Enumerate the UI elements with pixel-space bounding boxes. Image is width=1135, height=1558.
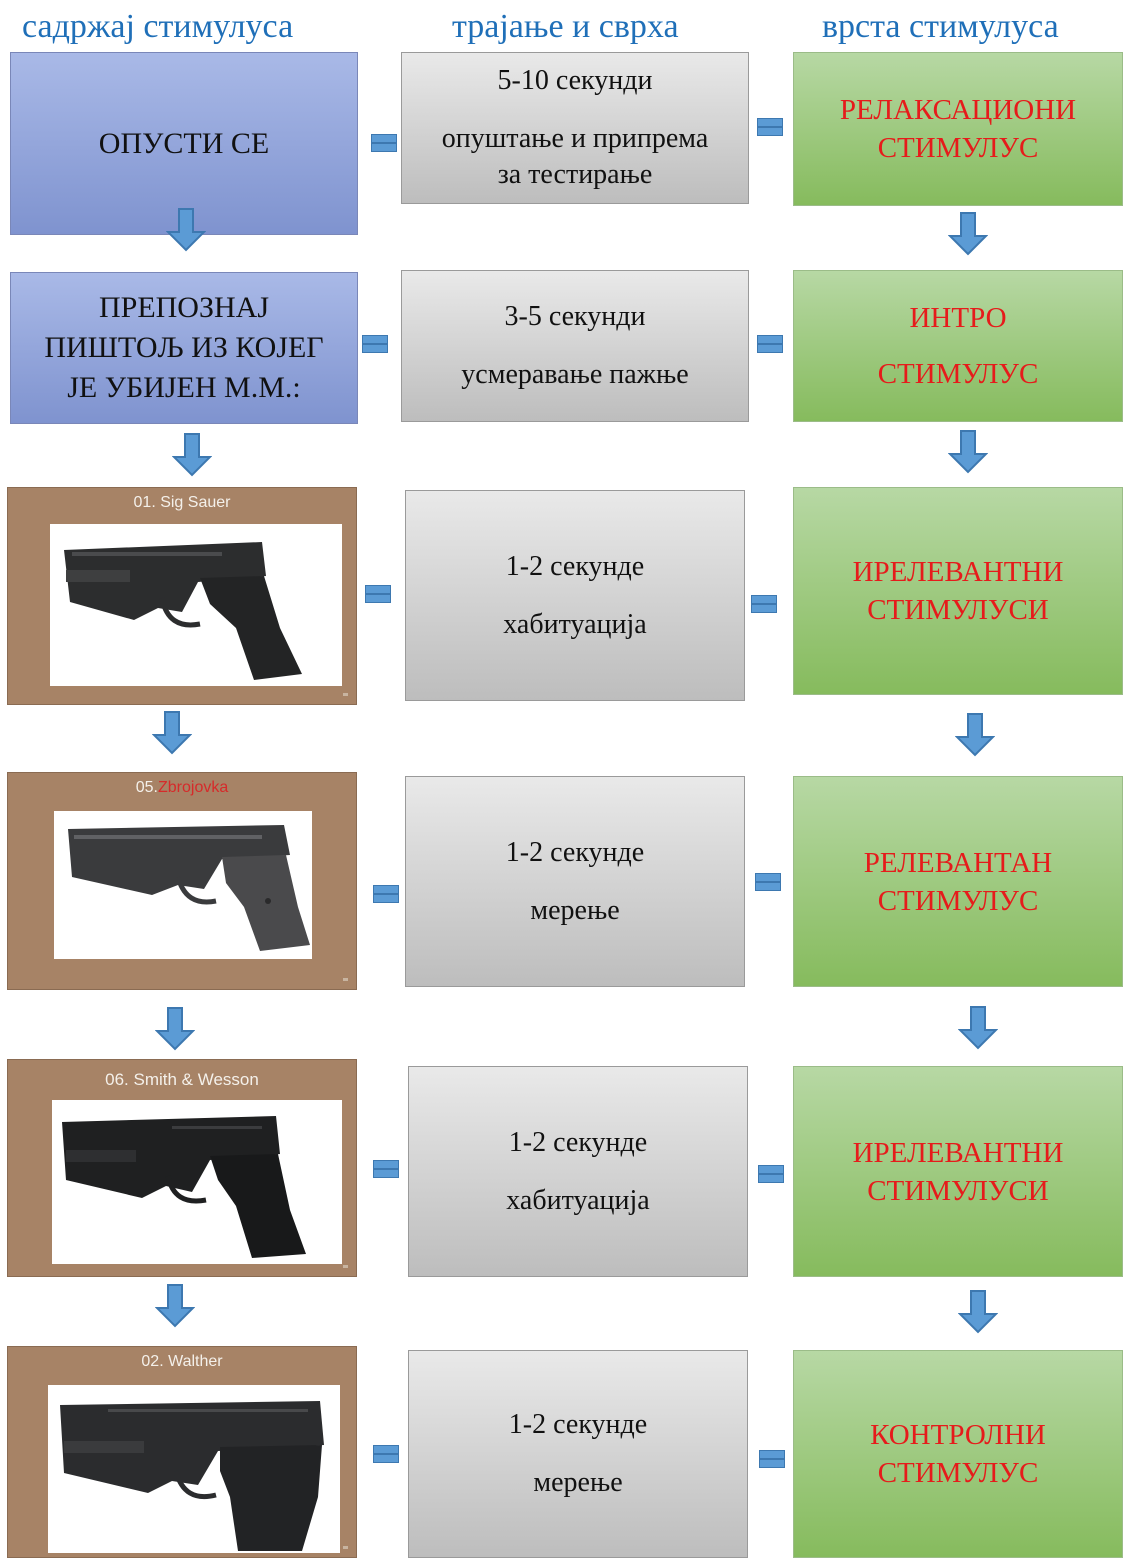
arrow-down-icon [172,433,212,477]
stimulus-type-text: СТИМУЛУС [877,884,1039,917]
content-box-intro: ПРЕПОЗНАЈ ПИШТОЉ ИЗ КОЈЕГ ЈЕ УБИЈЕН М.М.… [10,272,358,424]
equals-icon [758,1165,784,1183]
stimulus-box-control: КОНТРОЛНИ СТИМУЛУС [793,1350,1123,1558]
duration-box-relax: 5-10 секунди опуштање и припрема за тест… [401,52,749,204]
duration-text: 1-2 секунде [508,1126,648,1158]
stimulus-type-text: РЕЛЕВАНТАН [863,846,1053,879]
stimulus-box-relevant: РЕЛЕВАНТАН СТИМУЛУС [793,776,1123,987]
duration-text: 5-10 секунди [497,65,653,96]
content-text: ПИШТОЉ ИЗ КОЈЕГ [44,331,324,364]
stimulus-type-text: ИРЕЛЕВАНТНИ [852,1136,1064,1169]
stimulus-type-text: СТИМУЛУСИ [867,594,1049,626]
arrow-down-icon [958,1290,998,1334]
stimulus-slide-sig-sauer: 01. Sig Sauer [7,487,357,705]
purpose-text: мерење [533,1467,623,1498]
slide-title: 02. Walther [141,1353,223,1370]
stimulus-box-irrelevant-2: ИРЕЛЕВАНТНИ СТИМУЛУСИ [793,1066,1123,1277]
content-box-relax: ОПУСТИ СЕ [10,52,358,235]
purpose-text: хабитуација [503,608,647,640]
stimulus-type-text: РЕЛАКСАЦИОНИ [839,94,1077,126]
duration-text: 1-2 секунде [505,550,645,582]
equals-icon [373,1445,399,1463]
stimulus-slide-walther: 02. Walther [7,1346,357,1558]
equals-icon [755,873,781,891]
arrow-down-icon [948,212,988,256]
duration-box-sig-sauer: 1-2 секунде хабитуација [405,490,745,701]
duration-text: 3-5 секунди [504,301,646,332]
stimulus-box-irrelevant-1: ИРЕЛЕВАНТНИ СТИМУЛУСИ [793,487,1123,695]
duration-box-walther: 1-2 секунде мерење [408,1350,748,1558]
purpose-text: усмеравање пажње [461,359,689,390]
purpose-text: хабитуација [506,1184,650,1216]
pistol-smith-wesson-icon [52,1100,342,1264]
arrow-down-icon [155,1007,195,1051]
equals-icon [757,118,783,136]
purpose-text: за тестирање [497,159,653,190]
purpose-text: опуштање и припрема [441,123,709,154]
pistol-zbrojovka-icon [54,811,312,959]
content-text: ЈЕ УБИЈЕН М.М.: [67,371,301,404]
equals-icon [365,585,391,603]
column-header-duration-purpose: трајање и сврха [452,8,679,45]
equals-icon [751,595,777,613]
arrow-down-icon [155,1284,195,1328]
equals-icon [373,1160,399,1178]
slide-title: 06. Smith & Wesson [105,1070,259,1089]
stimulus-type-text: СТИМУЛУС [877,1457,1039,1489]
pistol-sig-sauer-icon [50,524,342,686]
slide-title: 05.Zbrojovka [135,779,229,796]
equals-icon [757,335,783,353]
stimulus-type-text: СТИМУЛУСИ [867,1174,1049,1207]
column-header-content: садржај стимулуса [22,8,294,45]
content-text: ОПУСТИ СЕ [98,126,270,160]
arrow-down-icon [958,1006,998,1050]
stimulus-slide-smith-wesson: 06. Smith & Wesson [7,1059,357,1277]
stimulus-type-text: ИРЕЛЕВАНТНИ [852,556,1064,588]
arrow-down-icon [955,713,995,757]
content-text: ПРЕПОЗНАЈ [98,291,270,324]
purpose-text: мерење [530,894,620,926]
arrow-down-icon [152,711,192,755]
stimulus-type-text: ИНТРО [909,302,1007,334]
equals-icon [362,335,388,353]
slide-title: 01. Sig Sauer [133,494,231,511]
pistol-walther-icon [48,1385,340,1553]
duration-text: 1-2 секунде [508,1409,648,1440]
duration-box-smith-wesson: 1-2 секунде хабитуација [408,1066,748,1277]
stimulus-type-text: КОНТРОЛНИ [870,1419,1046,1451]
duration-text: 1-2 секунде [505,836,645,868]
stimulus-box-intro: ИНТРО СТИМУЛУС [793,270,1123,422]
equals-icon [373,885,399,903]
column-header-stimulus-type: врста стимулуса [822,8,1059,45]
stimulus-slide-zbrojovka: 05.Zbrojovka [7,772,357,990]
stimulus-type-text: СТИМУЛУС [877,132,1039,164]
duration-box-intro: 3-5 секунди усмеравање пажње [401,270,749,422]
equals-icon [371,134,397,152]
duration-box-zbrojovka: 1-2 секунде мерење [405,776,745,987]
stimulus-type-text: СТИМУЛУС [877,358,1039,390]
arrow-down-icon [948,430,988,474]
equals-icon [759,1450,785,1468]
stimulus-box-relaxation: РЕЛАКСАЦИОНИ СТИМУЛУС [793,52,1123,206]
arrow-down-icon [166,208,206,252]
